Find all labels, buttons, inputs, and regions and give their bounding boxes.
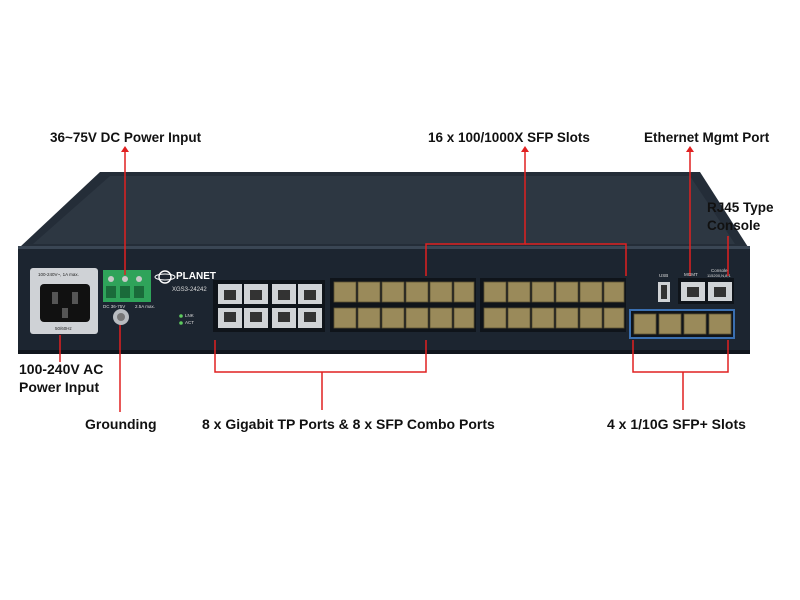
- grounding-callout: Grounding: [85, 416, 157, 432]
- mgmt-port-callout: Ethernet Mgmt Port: [644, 130, 770, 145]
- callout-lines: [59, 150, 729, 412]
- console-callout-line2: Console: [707, 218, 761, 233]
- combo-ports-callout: 8 x Gigabit TP Ports & 8 x SFP Combo Por…: [202, 416, 495, 432]
- led-link-label: LNK: [185, 313, 194, 318]
- model-text: XGS3-24242: [172, 287, 207, 293]
- console-label: Console: [711, 268, 728, 273]
- dc-label-text: DC 36-75V: [103, 304, 126, 309]
- dc-rating-text: 2.5A max.: [135, 304, 156, 309]
- status-leds: [179, 314, 183, 325]
- dc-power-callout: 36~75V DC Power Input: [50, 130, 202, 145]
- ac-freq-text: 50/60Hz: [55, 326, 72, 331]
- sfp-slots-callout: 16 x 100/1000X SFP Slots: [428, 130, 590, 145]
- ac-power-callout-line1: 100-240V AC: [19, 361, 104, 377]
- planet-logo: [154, 270, 176, 284]
- ac-power-callout-line2: Power Input: [19, 379, 100, 395]
- mgmt-label: MGMT: [684, 272, 698, 277]
- usb-label: USB: [659, 273, 669, 278]
- sfp-slot-group: [330, 278, 626, 332]
- mgmt-console-ports: [678, 278, 734, 304]
- console-callout-line1: RJ45 Type: [707, 200, 774, 215]
- ac-rating-text: 100-240V~, 1A max.: [38, 272, 79, 277]
- sfp-plus-callout: 4 x 1/10G SFP+ Slots: [607, 416, 746, 432]
- led-act-label: ACT: [185, 320, 194, 325]
- rj45-port-group: [213, 280, 325, 332]
- grounding-screw: [113, 309, 129, 325]
- usb-port: [658, 282, 670, 302]
- dc-power-terminal: [103, 270, 151, 302]
- sfp-plus-slot-group: [629, 309, 735, 339]
- console-sub-label: 115200,N,8,1: [707, 273, 731, 278]
- ac-power-inlet: [30, 268, 98, 334]
- brand-text: PLANET: [176, 271, 216, 282]
